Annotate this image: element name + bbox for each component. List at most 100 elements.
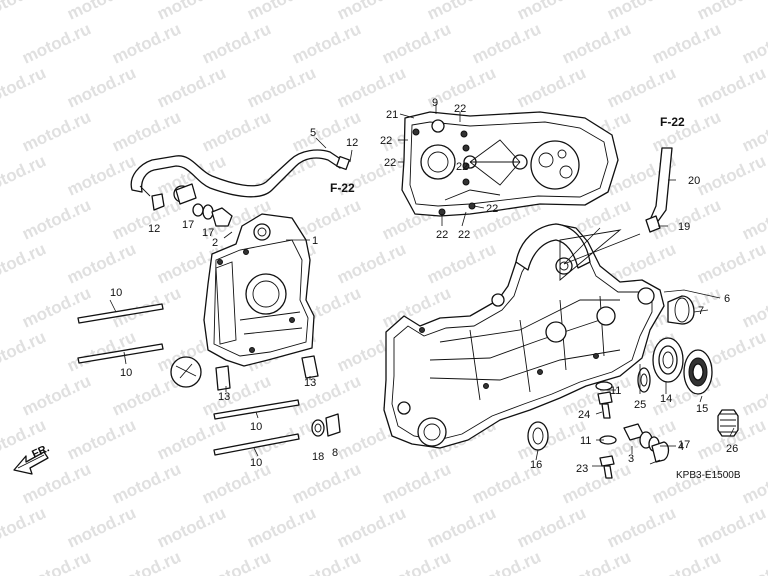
washer-and-collar-icon <box>311 413 341 437</box>
watermark-text: motod.ru <box>109 547 184 576</box>
watermark-text: motod.ru <box>199 19 274 67</box>
watermark-text: motod.ru <box>64 0 139 24</box>
callout-22-b: 22 <box>454 103 466 115</box>
watermark-text: motod.ru <box>559 547 634 576</box>
callout-11-b: 11 <box>580 435 591 447</box>
callout-3: 3 <box>628 453 634 465</box>
callout-5: 5 <box>310 127 316 139</box>
watermark-text: motod.ru <box>64 503 139 551</box>
watermark-text: motod.ru <box>739 547 768 576</box>
watermark-text: motod.ru <box>514 63 589 111</box>
callout-13-a: 13 <box>218 391 230 403</box>
watermark-text: motod.ru <box>559 459 634 507</box>
watermark-text: motod.ru <box>424 503 499 551</box>
watermark-text: motod.ru <box>109 107 184 155</box>
callout-20: 20 <box>688 175 700 187</box>
watermark-text: motod.ru <box>244 503 319 551</box>
ref-label-left: F-22 <box>330 181 355 195</box>
watermark-text: motod.ru <box>19 371 94 419</box>
callout-10-a: 10 <box>110 287 122 299</box>
callout-23: 23 <box>576 463 588 475</box>
watermark-text: motod.ru <box>109 459 184 507</box>
watermark-text: motod.ru <box>19 107 94 155</box>
watermark-text: motod.ru <box>424 239 499 287</box>
callout-12-a: 12 <box>346 137 358 149</box>
watermark-text: motod.ru <box>0 503 49 551</box>
watermark-text: motod.ru <box>64 63 139 111</box>
front-direction-arrow-icon <box>13 451 49 475</box>
callout-11-a: 11 <box>610 385 621 397</box>
watermark-text: motod.ru <box>514 415 589 463</box>
watermark-text: motod.ru <box>199 107 274 155</box>
watermark-text: motod.ru <box>0 239 49 287</box>
watermark-text: motod.ru <box>19 547 94 576</box>
callout-9: 9 <box>432 97 438 109</box>
callout-12-b: 12 <box>148 223 160 235</box>
watermark-text: motod.ru <box>109 195 184 243</box>
watermark-text: motod.ru <box>739 107 768 155</box>
watermark-text: motod.ru <box>19 19 94 67</box>
watermark-text: motod.ru <box>514 0 589 24</box>
watermark-text: motod.ru <box>154 503 229 551</box>
callout-8: 8 <box>332 447 338 459</box>
watermark-text: motod.ru <box>289 547 364 576</box>
callout-1: 1 <box>312 235 318 247</box>
dowel-pins-icon <box>215 355 319 391</box>
watermark-text: motod.ru <box>694 151 768 199</box>
watermark-text: motod.ru <box>64 415 139 463</box>
callout-10-b: 10 <box>120 367 132 379</box>
ref-label-right: F-22 <box>660 115 685 129</box>
watermark-text: motod.ru <box>334 63 409 111</box>
callout-16: 16 <box>530 459 542 471</box>
watermark-text: motod.ru <box>379 459 454 507</box>
watermark-text: motod.ru <box>244 63 319 111</box>
watermark-text: motod.ru <box>694 503 768 551</box>
watermark-text: motod.ru <box>379 547 454 576</box>
watermark-text: motod.ru <box>289 459 364 507</box>
left-crankcase-icon <box>170 213 315 388</box>
watermark-text: motod.ru <box>739 19 768 67</box>
callout-14: 14 <box>660 393 672 405</box>
watermark-text: motod.ru <box>649 459 724 507</box>
callout-13-b: 13 <box>304 377 316 389</box>
callout-4-right: 4 <box>678 441 684 453</box>
watermark-text: motod.ru <box>739 195 768 243</box>
callout-22-f: 22 <box>458 229 470 241</box>
watermark-text: motod.ru <box>739 459 768 507</box>
callout-17-a: 17 <box>182 219 194 231</box>
watermark-text: motod.ru <box>0 0 49 24</box>
watermark-text: motod.ru <box>289 19 364 67</box>
watermark-text: motod.ru <box>0 151 49 199</box>
callout-22-d: 22 <box>486 203 498 215</box>
right-crankcase-icon <box>383 223 665 449</box>
watermark-text: motod.ru <box>469 19 544 67</box>
drain-plug-assembly-icon <box>623 423 670 463</box>
watermark-text: motod.ru <box>154 415 229 463</box>
callout-6: 6 <box>724 293 730 305</box>
watermark-text: motod.ru <box>739 371 768 419</box>
callout-22-a: 22 <box>380 135 392 147</box>
watermark-text: motod.ru <box>154 63 229 111</box>
callout-19: 19 <box>678 221 690 233</box>
bearing-seal-set-icon <box>527 295 739 451</box>
watermark-text: motod.ru <box>649 19 724 67</box>
watermark-text: motod.ru <box>199 459 274 507</box>
bolts-and-washers-icon <box>595 381 617 479</box>
callout-26: 26 <box>726 443 738 455</box>
watermark-text: motod.ru <box>559 19 634 67</box>
watermark-text: motod.ru <box>514 503 589 551</box>
watermark-text: motod.ru <box>649 547 724 576</box>
watermark-text: motod.ru <box>154 0 229 24</box>
watermark-text: motod.ru <box>19 195 94 243</box>
callout-22-g: 22 <box>456 161 468 173</box>
callout-24: 24 <box>578 409 590 421</box>
watermark-text: motod.ru <box>64 239 139 287</box>
watermark-text: motod.ru <box>379 19 454 67</box>
watermark-text: motod.ru <box>604 503 679 551</box>
watermark-text: motod.ru <box>694 239 768 287</box>
callout-22-e: 22 <box>436 229 448 241</box>
watermark-text: motod.ru <box>739 283 768 331</box>
crankcase-cover-icon <box>401 111 619 217</box>
